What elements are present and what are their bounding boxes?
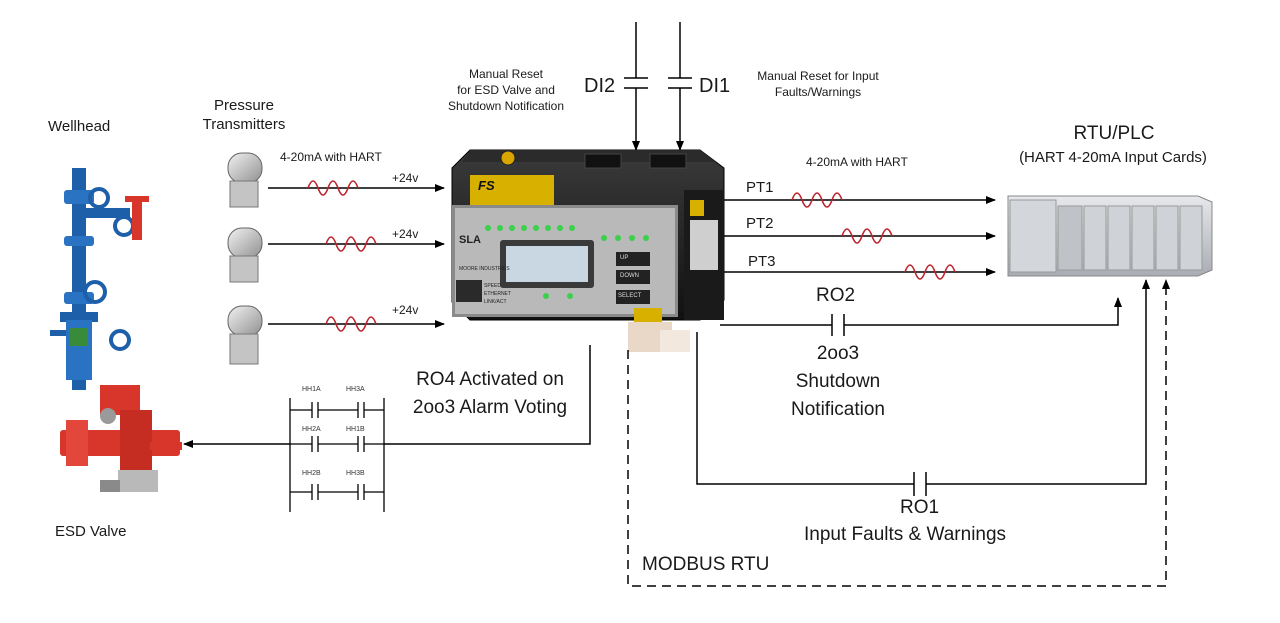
contact-hh2b: HH2B bbox=[302, 470, 321, 477]
output-lines bbox=[724, 196, 996, 276]
contact-hh2a: HH2A bbox=[302, 426, 321, 433]
hart-input-label: 4-20mA with HART bbox=[280, 150, 382, 164]
esd-valve-image bbox=[60, 385, 182, 492]
device-port-ethernet: ETHERNET bbox=[484, 291, 511, 297]
contact-hh1b: HH1B bbox=[346, 426, 365, 433]
contact-hh3b: HH3B bbox=[346, 470, 365, 477]
device-model: SLA bbox=[459, 234, 481, 246]
wellhead-label: Wellhead bbox=[48, 118, 111, 135]
device-brand: FS bbox=[478, 178, 495, 193]
supply-label-2: +24v bbox=[392, 227, 419, 241]
modbus-label: MODBUS RTU bbox=[642, 554, 770, 575]
di1-label: DI1 bbox=[699, 75, 731, 97]
pt3-label: PT3 bbox=[748, 253, 776, 270]
contact-hh3a: HH3A bbox=[346, 386, 365, 393]
hart-waves-in bbox=[307, 180, 377, 332]
ro4-description: RO4 Activated on 2oo3 Alarm Voting bbox=[412, 369, 568, 418]
supply-label-3: +24v bbox=[392, 303, 419, 317]
hart-output-label: 4-20mA with HART bbox=[806, 155, 908, 169]
pressure-transmitter-3 bbox=[227, 305, 263, 365]
contact-hh1a: HH1A bbox=[302, 386, 321, 393]
di2-label: DI2 bbox=[584, 75, 616, 97]
ro1-relay-line bbox=[696, 279, 1150, 496]
di-lines bbox=[624, 22, 692, 151]
supply-label-1: +24v bbox=[392, 171, 419, 185]
rtu-plc-image bbox=[1007, 195, 1213, 277]
ro2-relay-line bbox=[720, 297, 1122, 336]
hart-waves-out bbox=[791, 192, 956, 280]
pressure-transmitters-label: Pressure Transmitters bbox=[202, 97, 286, 133]
device-button-up: UP bbox=[620, 255, 629, 261]
device-port-linkact: LINK/ACT bbox=[484, 299, 507, 305]
ro2-description: 2oo3 Shutdown Notification bbox=[791, 343, 885, 420]
device-port-speed: SPEED bbox=[484, 283, 501, 289]
pressure-transmitter-2 bbox=[227, 227, 263, 283]
ro1-label: RO1 bbox=[900, 497, 940, 518]
rtu-plc-subtitle: (HART 4-20mA Input Cards) bbox=[1019, 149, 1207, 166]
sla-device bbox=[451, 149, 725, 352]
manual-reset-input-label: Manual Reset for Input Faults/Warnings bbox=[757, 69, 879, 99]
ro1-description: Input Faults & Warnings bbox=[804, 524, 1007, 545]
ro4-line bbox=[183, 345, 591, 448]
esd-valve-label: ESD Valve bbox=[55, 523, 127, 540]
device-button-down: DOWN bbox=[620, 273, 639, 279]
ro2-label: RO2 bbox=[816, 285, 856, 306]
pt2-label: PT2 bbox=[746, 215, 774, 232]
device-maker: MOORE INDUSTRIES bbox=[459, 266, 510, 272]
device-button-select: SELECT bbox=[618, 293, 642, 299]
pt1-label: PT1 bbox=[746, 179, 774, 196]
wellhead-image bbox=[50, 168, 149, 390]
voting-ladder bbox=[289, 398, 385, 512]
pressure-transmitter-1 bbox=[227, 152, 263, 208]
rtu-plc-title: RTU/PLC bbox=[1073, 123, 1155, 144]
manual-reset-esd-label: Manual Reset for ESD Valve and Shutdown … bbox=[447, 67, 565, 113]
